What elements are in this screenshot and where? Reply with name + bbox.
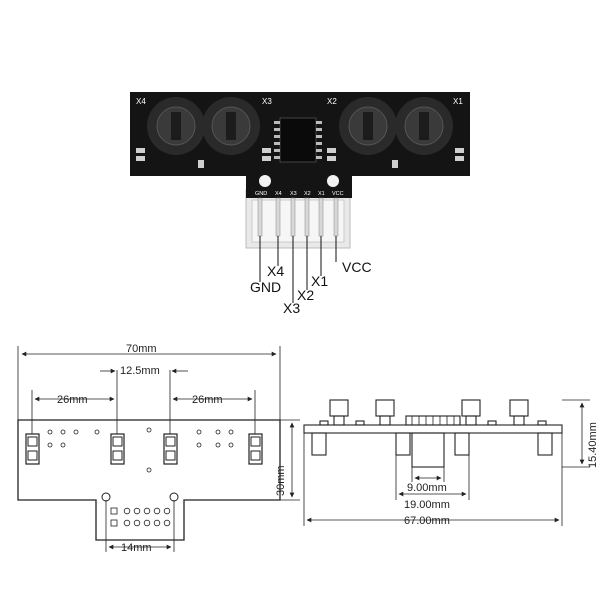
- callout-vcc: VCC: [342, 259, 372, 275]
- dim-total-width: 70mm: [126, 343, 157, 355]
- top-view-drawing: [17, 419, 281, 541]
- sensor-block-x4: [25, 433, 40, 465]
- silk-label-x1: X1: [453, 97, 463, 106]
- silk-label-x4: X4: [136, 97, 146, 106]
- pin-callout-lines: [259, 236, 337, 303]
- pin-label-gnd: GND: [255, 191, 267, 197]
- potentiometer-x4: [147, 97, 205, 155]
- top-view-outline: [17, 419, 281, 541]
- callout-x3: X3: [283, 300, 300, 316]
- pin-label-vcc: VCC: [332, 191, 344, 197]
- side-view-drawing: [303, 399, 563, 468]
- pin-label-x1: X1: [318, 191, 325, 197]
- pin-label-x4: X4: [275, 191, 282, 197]
- dim-side-height: 15.40mm: [587, 422, 599, 468]
- smd-components: [136, 148, 464, 168]
- callout-x1: X1: [311, 273, 328, 289]
- sensor-block-x2: [163, 433, 178, 465]
- dim-left-spacing: 26mm: [57, 394, 88, 406]
- side-pcb: [303, 424, 563, 434]
- dim-center-spacing: 12.5mm: [120, 365, 160, 377]
- dim-side-inner-width: 9.00mm: [407, 482, 447, 494]
- dim-side-total-width: 67.00mm: [404, 515, 450, 527]
- potentiometer-x1: [395, 97, 453, 155]
- side-view-dimension-lines: [303, 399, 590, 526]
- sensor-block-x3: [110, 433, 125, 465]
- callout-gnd: GND: [250, 279, 281, 295]
- pin-label-x3: X3: [290, 191, 297, 197]
- sensor-board-photo: X4 X3 X2 X1 GND X4 X3 X2 X1 VCC: [130, 92, 470, 249]
- led-left: [259, 175, 271, 187]
- silk-label-x2: X2: [327, 97, 337, 106]
- pin-label-x2: X2: [304, 191, 311, 197]
- dim-height: 30mm: [275, 465, 287, 496]
- top-view-dimension-lines: [17, 346, 300, 552]
- dim-right-spacing: 26mm: [192, 394, 223, 406]
- sensor-block-x1: [248, 433, 263, 465]
- led-right: [327, 175, 339, 187]
- ic-chip: [274, 117, 322, 163]
- dim-side-mid-width: 19.00mm: [404, 499, 450, 511]
- callout-x4: X4: [267, 263, 284, 279]
- potentiometer-x3: [202, 97, 260, 155]
- dim-tab-width: 14mm: [121, 542, 152, 554]
- potentiometer-x2: [339, 97, 397, 155]
- silk-label-x3: X3: [262, 97, 272, 106]
- callout-x2: X2: [297, 287, 314, 303]
- connector-row: [110, 507, 171, 527]
